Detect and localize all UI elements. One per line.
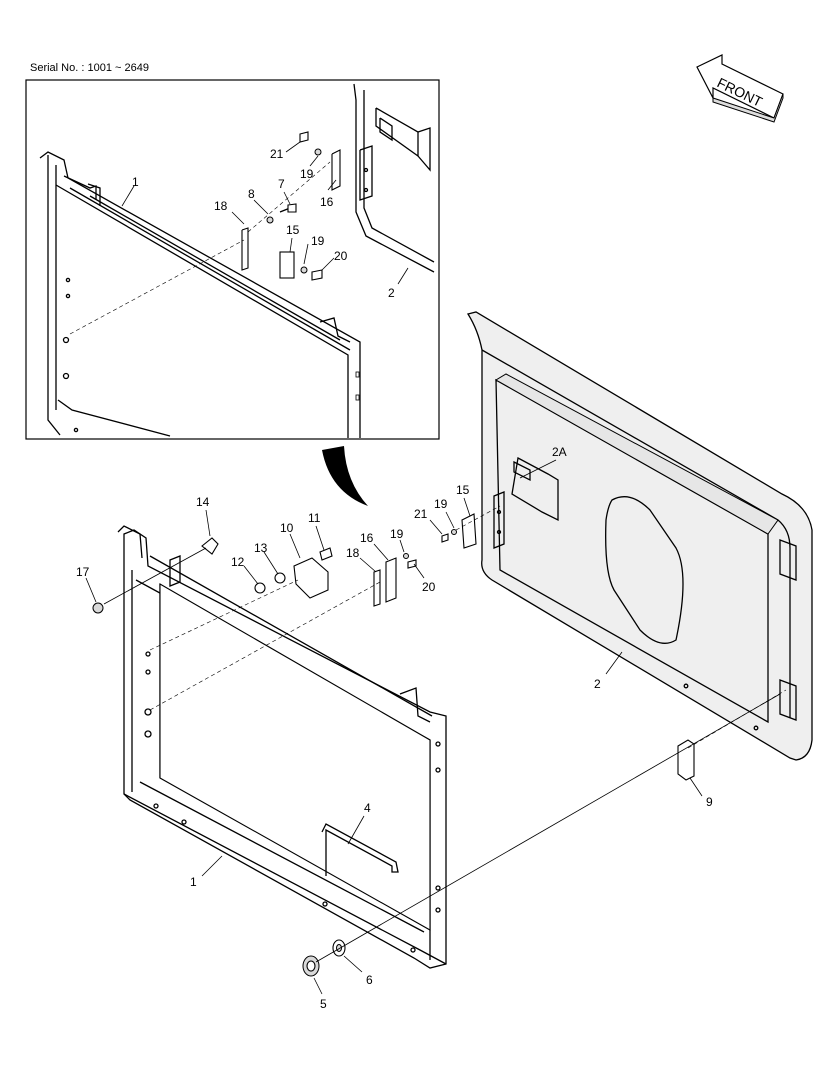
callout-17: 17 [76,565,90,579]
callout-5: 5 [320,997,327,1011]
main-frame [117,525,447,969]
part-14-bumper [201,537,219,555]
inset-leaders [121,141,409,285]
callout-inset-19b: 19 [311,234,325,248]
callout-11: 11 [308,511,321,525]
callout-inset-1: 1 [132,175,139,189]
callout-15: 15 [456,483,470,497]
part-12-washer [254,582,266,594]
part-13-washer [274,572,286,584]
side-panel [466,311,813,761]
callout-6: 6 [366,973,373,987]
callout-inset-8: 8 [248,187,255,201]
inset-detail: 1 21 19 16 8 7 18 15 19 20 2 [25,79,440,440]
part-17-nut [92,602,104,614]
part-16-bracket [385,557,397,603]
part-9-block [677,739,695,781]
callout-18: 18 [346,546,360,560]
callout-9: 9 [706,795,713,809]
callout-inset-21: 21 [270,147,284,161]
callout-14: 14 [196,495,210,509]
main-callouts: 14 11 10 13 12 17 16 19 18 20 21 19 15 2… [76,445,713,1011]
part-19-washer-b [451,529,457,535]
callout-13: 13 [254,541,268,555]
inset-hardware [69,131,341,335]
callout-inset-19a: 19 [300,167,314,181]
callout-21: 21 [414,507,428,521]
callout-inset-2: 2 [388,286,395,300]
callout-2: 2 [594,677,601,691]
callout-inset-15: 15 [286,223,300,237]
part-19-washer [403,553,409,559]
callout-2A: 2A [552,445,567,459]
inset-border [25,79,440,440]
part-18-bracket [373,569,381,607]
part-20-bolt [407,559,417,569]
callout-inset-16: 16 [320,195,334,209]
part-21-bolt [441,533,449,543]
inset-frame [39,151,361,438]
serial-number-label: Serial No. : 1001 ~ 2649 [30,62,149,74]
callout-10: 10 [280,521,294,535]
callout-19b: 19 [434,497,448,511]
callout-16: 16 [360,531,374,545]
callout-1: 1 [190,875,197,889]
callout-inset-18: 18 [214,199,228,213]
detail-pointer-arrow [322,446,368,506]
main-leaders [85,459,703,995]
part-15-clip [461,513,477,549]
callout-12: 12 [231,555,245,569]
callout-inset-7: 7 [278,177,285,191]
callout-inset-20: 20 [334,249,348,263]
part-10-bracket [293,557,329,599]
front-direction-arrow: FRONT [696,54,784,123]
hardware-parts [92,505,787,977]
callout-19a: 19 [390,527,404,541]
part-4-handle [321,823,399,876]
callout-20: 20 [422,580,436,594]
inset-panel [353,83,435,273]
part-11-bolt [319,547,333,561]
callout-4: 4 [364,801,371,815]
